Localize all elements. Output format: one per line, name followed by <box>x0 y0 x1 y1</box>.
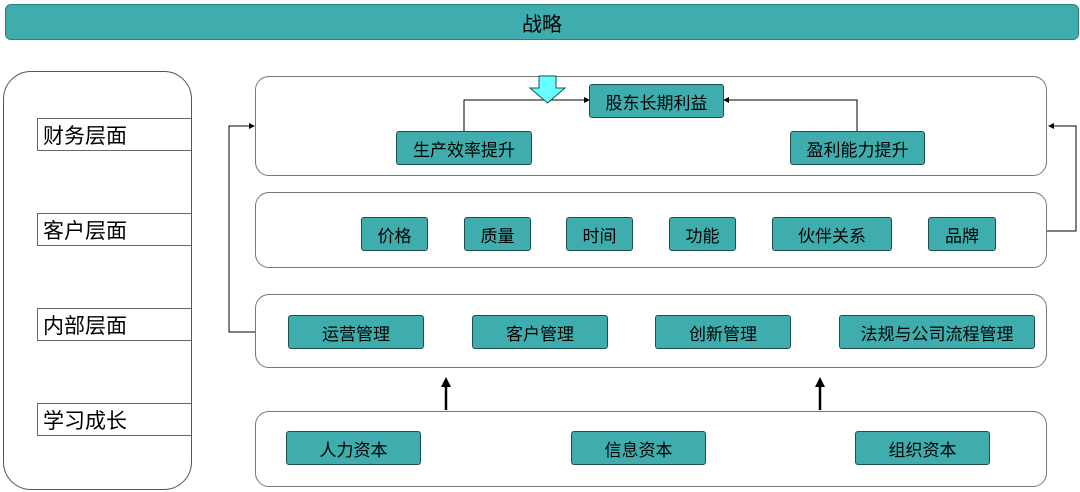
chip-shareholder-value: 股东长期利益 <box>589 84 724 118</box>
internal-to-financial-connector <box>228 123 255 333</box>
layer-label-financial: 财务层面 <box>37 118 191 151</box>
chip-brand: 品牌 <box>928 217 996 251</box>
chip-productivity: 生产效率提升 <box>396 131 532 165</box>
strategy-title: 战略 <box>522 11 562 36</box>
chip-operations: 运营管理 <box>288 315 424 349</box>
chip-human-capital: 人力资本 <box>286 431 421 465</box>
chip-quality: 质量 <box>464 217 531 251</box>
strategy-banner: 战略 <box>5 4 1079 40</box>
chip-partnership: 伙伴关系 <box>772 217 892 251</box>
chip-information-capital: 信息资本 <box>571 431 706 465</box>
chip-time: 时间 <box>566 217 633 251</box>
chip-function: 功能 <box>669 217 736 251</box>
layer-label-learning: 学习成长 <box>37 403 191 436</box>
layer-label-customer: 客户层面 <box>37 213 191 246</box>
chip-price: 价格 <box>361 217 428 251</box>
layer-label-internal: 内部层面 <box>37 308 191 341</box>
chip-organization-capital: 组织资本 <box>855 431 990 465</box>
chip-profitability: 盈利能力提升 <box>790 131 925 165</box>
customer-to-financial-connector <box>1047 123 1077 232</box>
chip-innovation: 创新管理 <box>655 315 791 349</box>
chip-regulatory: 法规与公司流程管理 <box>839 315 1035 349</box>
chip-customer-management: 客户管理 <box>472 315 608 349</box>
